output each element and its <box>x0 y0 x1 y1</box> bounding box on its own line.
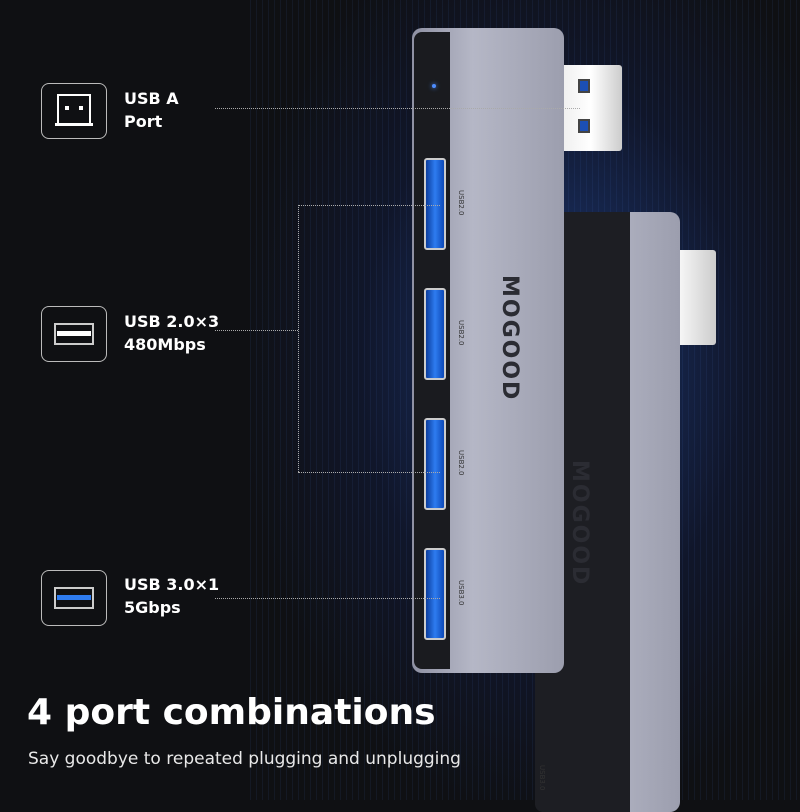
callout-line <box>298 472 440 473</box>
feature-title: USB 2.0×3 <box>124 312 220 331</box>
port-label: USB3.0 <box>538 765 546 791</box>
feature-subtitle: Port <box>124 112 163 131</box>
usb-2-port-icon <box>41 306 107 362</box>
feature-subtitle: 480Mbps <box>124 335 206 354</box>
callout-line <box>298 205 299 472</box>
led-indicator <box>432 84 436 88</box>
brand-logo: MOGOOD <box>497 275 522 402</box>
usb-3-port <box>424 548 446 640</box>
usb-3-port-icon <box>41 570 107 626</box>
port-label: USB3.0 <box>457 580 465 606</box>
callout-line <box>215 108 580 109</box>
feature-title: USB A <box>124 89 179 108</box>
usb-2-port <box>424 288 446 380</box>
usb-a-port-icon <box>41 83 107 139</box>
port-label: USB2.0 <box>457 450 465 476</box>
brand-logo: MOGOOD <box>567 460 592 587</box>
callout-line <box>215 598 440 599</box>
subheadline: Say goodbye to repeated plugging and unp… <box>28 749 461 769</box>
usb-2-port <box>424 418 446 510</box>
usb-2-port <box>424 158 446 250</box>
callout-line <box>215 330 298 331</box>
port-label: USB2.0 <box>457 320 465 346</box>
headline: 4 port combinations <box>27 692 436 733</box>
port-label: USB2.0 <box>457 190 465 216</box>
feature-title: USB 3.0×1 <box>124 575 220 594</box>
feature-subtitle: 5Gbps <box>124 598 181 617</box>
callout-line <box>298 205 440 206</box>
